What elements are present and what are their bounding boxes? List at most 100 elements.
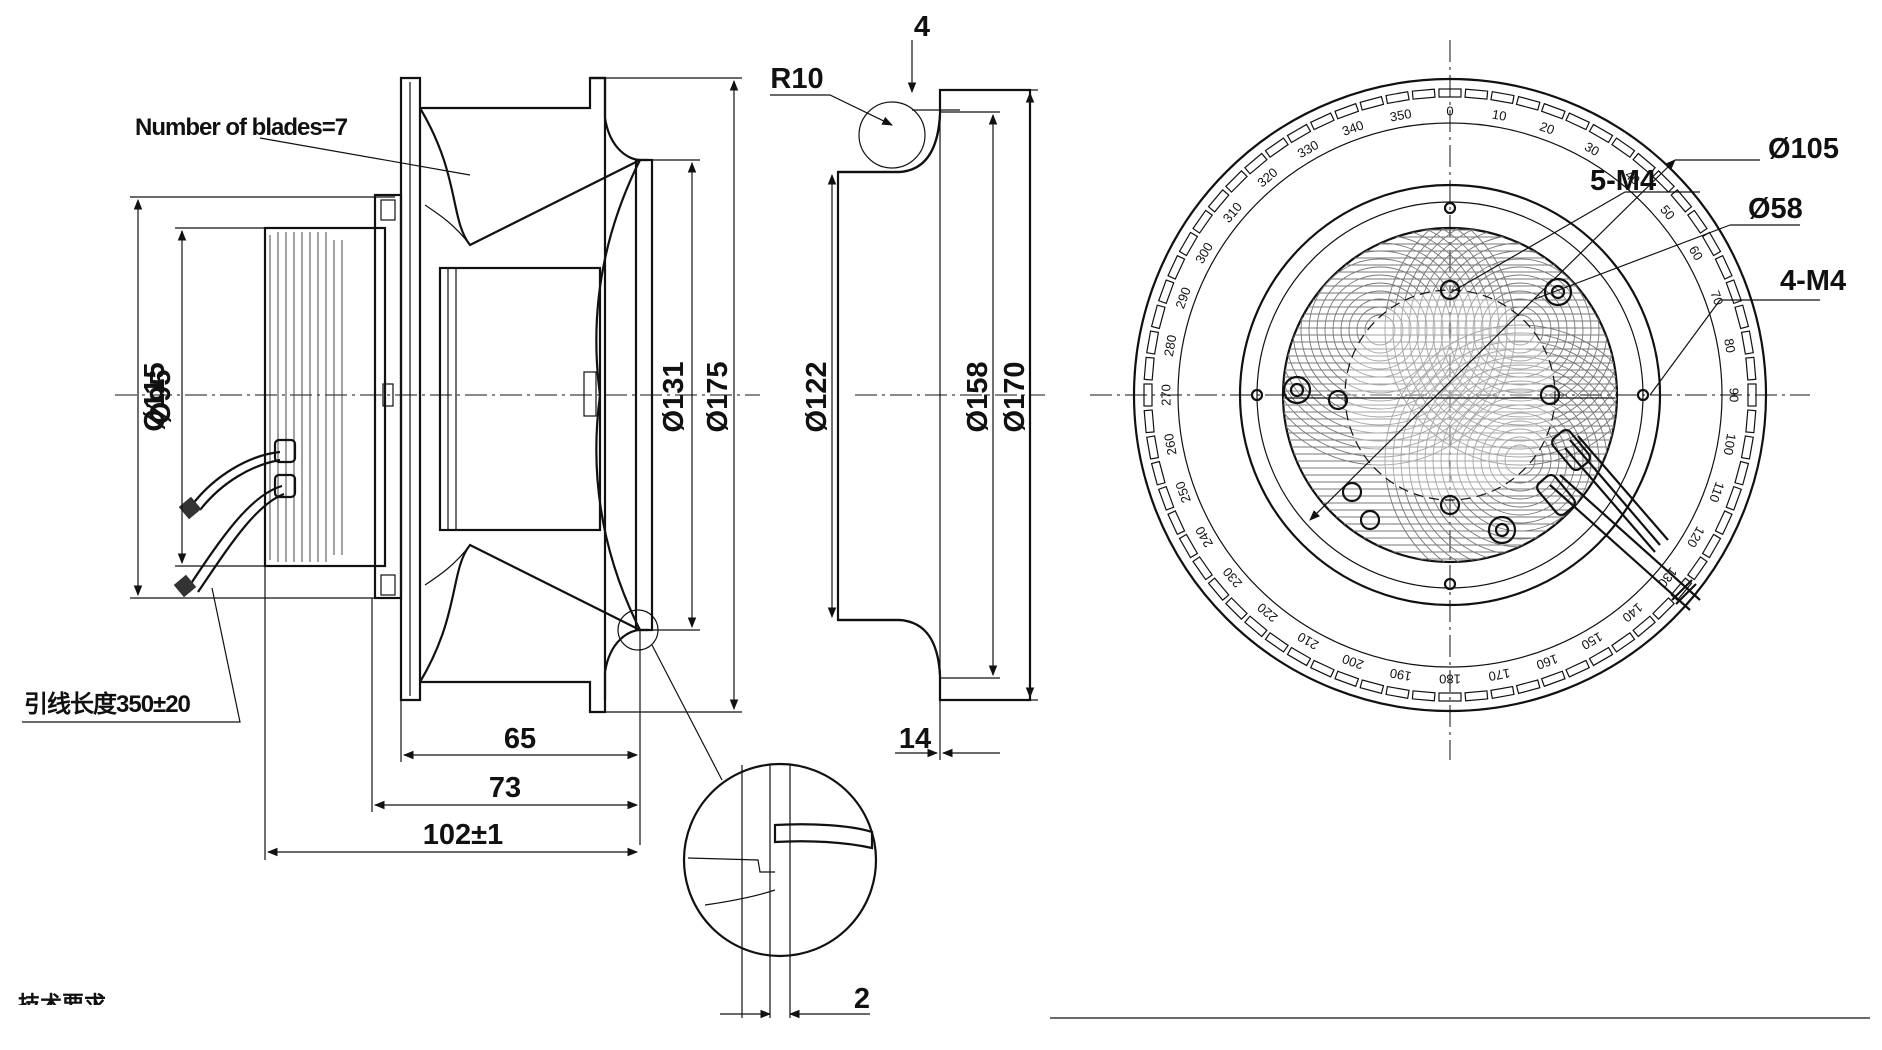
angle-scale-marks <box>1143 88 1757 702</box>
label-d122: Ø122 <box>801 362 833 433</box>
scale-slot <box>1359 679 1385 695</box>
heatsink-fins <box>269 232 343 562</box>
scale-slot <box>1540 670 1566 688</box>
scale-label: 280 <box>1161 334 1180 358</box>
scale-label: 230 <box>1220 564 1245 590</box>
scale-label: 290 <box>1172 285 1194 311</box>
scale-label: 220 <box>1254 600 1280 625</box>
dim-d95: Ø95 <box>145 227 268 567</box>
dim-d115: Ø115 <box>130 196 395 599</box>
dim-d175: Ø175 <box>605 77 742 713</box>
scale-slot <box>1411 88 1436 100</box>
scale-slot <box>1286 123 1312 144</box>
label-w14: 14 <box>899 723 931 755</box>
scale-slot <box>1714 254 1733 280</box>
label-d131: Ø131 <box>658 362 690 433</box>
scale-slot <box>1747 383 1757 407</box>
dim-73: 73 <box>371 598 639 812</box>
scale-slot <box>1334 102 1360 120</box>
scale-slot <box>1385 91 1410 105</box>
scale-slot <box>1611 137 1636 159</box>
scale-slot <box>1725 279 1743 305</box>
scale-slot <box>1192 209 1214 234</box>
detail-view: 2 <box>617 609 878 1019</box>
motor-heatsink <box>263 226 387 568</box>
r10-circle <box>858 101 926 169</box>
scale-slot <box>1515 95 1541 111</box>
scale-label: 90 <box>1727 388 1742 402</box>
scale-label: 20 <box>1538 119 1557 138</box>
scale-slot <box>1334 670 1360 688</box>
inlet-ring-view: R10 4 Ø122 Ø158 Ø170 14 <box>770 11 1045 760</box>
label-d170: Ø170 <box>999 362 1031 433</box>
scale-slot <box>1157 279 1175 305</box>
scale-slot <box>1734 304 1750 330</box>
label-d175: Ø175 <box>702 362 734 433</box>
scale-slot <box>1224 169 1248 193</box>
scale-slot <box>1734 460 1750 486</box>
scale-label: 250 <box>1172 479 1194 505</box>
scale-slot <box>1686 556 1708 581</box>
detail-circle <box>682 762 878 958</box>
scale-slot <box>1143 356 1155 381</box>
label-len73: 73 <box>489 772 521 804</box>
label-lead-length: 引线长度350±20 <box>24 690 191 718</box>
scale-slot <box>1178 231 1199 257</box>
lead-wires <box>173 450 285 598</box>
label-d105: Ø105 <box>1768 133 1839 165</box>
scale-slot <box>1150 460 1166 486</box>
scale-label: 110 <box>1706 480 1727 505</box>
cable-gland <box>273 438 297 499</box>
label-t4: 4 <box>914 11 930 43</box>
dim-102: 102±1 <box>264 566 639 860</box>
scale-slot <box>1464 690 1489 702</box>
scale-label: 170 <box>1487 665 1511 684</box>
scale-slot <box>1588 646 1614 667</box>
scale-label: 320 <box>1254 165 1280 190</box>
scale-slot <box>1611 631 1636 653</box>
scale-label: 350 <box>1389 106 1413 125</box>
scale-label: 50 <box>1657 202 1678 223</box>
scale-slot <box>1359 95 1385 111</box>
scale-slot <box>1740 435 1754 460</box>
scale-slot <box>1146 435 1160 460</box>
scale-slot <box>1725 485 1743 511</box>
back-plate <box>399 76 422 702</box>
scale-slot <box>1157 485 1175 511</box>
scale-slot <box>1244 152 1268 175</box>
scale-label: 10 <box>1491 107 1508 124</box>
scale-label: 340 <box>1340 117 1366 139</box>
scale-slot <box>1167 510 1186 536</box>
scale-slot <box>1264 137 1289 159</box>
scale-slot <box>1490 685 1515 699</box>
lead-leader <box>22 587 241 723</box>
label-d58: Ø58 <box>1748 193 1803 225</box>
scale-label: 160 <box>1534 651 1560 673</box>
scale-label: 0 <box>1446 103 1453 118</box>
scale-slot <box>1490 91 1515 105</box>
dim-65: 65 <box>400 630 641 845</box>
scale-slot <box>1143 409 1155 434</box>
scale-slot <box>1438 692 1462 702</box>
scale-slot <box>1740 330 1754 355</box>
scale-slot <box>1652 169 1676 193</box>
scale-slot <box>1745 356 1757 381</box>
scale-label: 270 <box>1158 384 1173 406</box>
label-gap2: 2 <box>854 983 870 1015</box>
label-d115: Ø115 <box>139 362 171 431</box>
scale-slot <box>1464 88 1489 100</box>
outer-ring <box>1132 77 1768 713</box>
label-d158: Ø158 <box>962 362 994 433</box>
scale-label: 30 <box>1582 139 1602 159</box>
scale-slot <box>1207 189 1230 213</box>
side-view: Ø115 Ø95 Ø131 Ø175 65 <box>22 76 760 860</box>
scale-label: 140 <box>1619 600 1645 625</box>
scale-slot <box>1588 123 1614 144</box>
rotor <box>438 266 602 532</box>
scale-slot <box>1411 690 1436 702</box>
scale-slot <box>1309 659 1335 678</box>
label-m4-4: 4-M4 <box>1780 265 1846 297</box>
scale-label: 180 <box>1439 672 1461 687</box>
